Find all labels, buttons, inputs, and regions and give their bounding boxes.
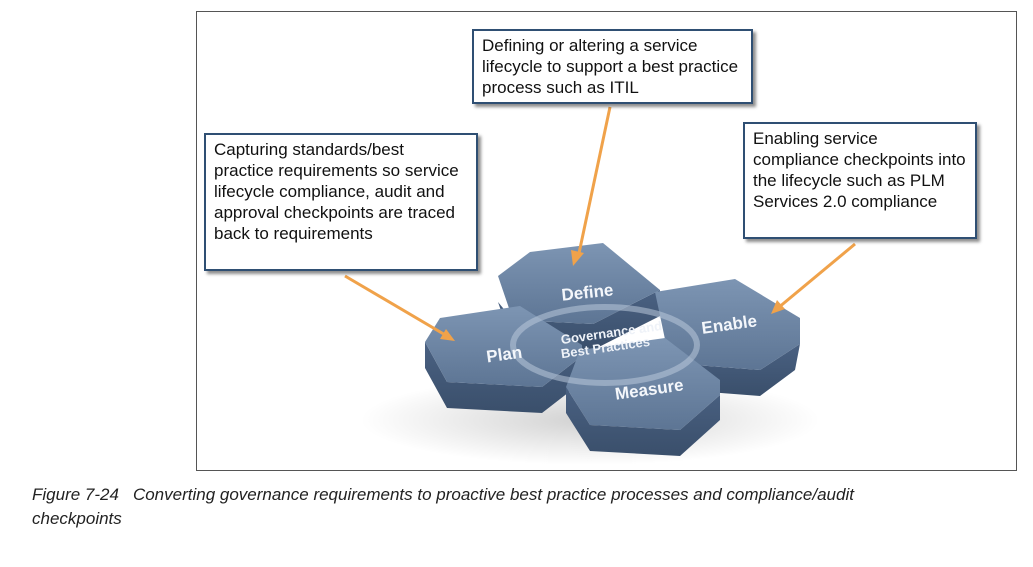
hex-label-plan: Plan xyxy=(485,343,523,367)
figure-caption-text: Converting governance requirements to pr… xyxy=(32,485,854,528)
cycle-ring xyxy=(510,304,700,386)
figure-number: Figure 7-24 xyxy=(32,485,119,504)
arrow-plan xyxy=(344,274,455,341)
callout-plan: Capturing standards/best practice requir… xyxy=(204,133,478,271)
callout-enable-text: Enabling service compliance checkpoints … xyxy=(753,129,966,211)
hexagon-plan[interactable] xyxy=(425,306,582,413)
callout-define: Defining or altering a service lifecycle… xyxy=(472,29,753,104)
callout-plan-text: Capturing standards/best practice requir… xyxy=(214,140,459,243)
arrow-enable xyxy=(771,242,856,314)
hexagon-measure[interactable] xyxy=(566,338,720,456)
callout-define-text: Defining or altering a service lifecycle… xyxy=(482,36,739,97)
arrow-define xyxy=(571,106,612,266)
callout-enable: Enabling service compliance checkpoints … xyxy=(743,122,977,239)
